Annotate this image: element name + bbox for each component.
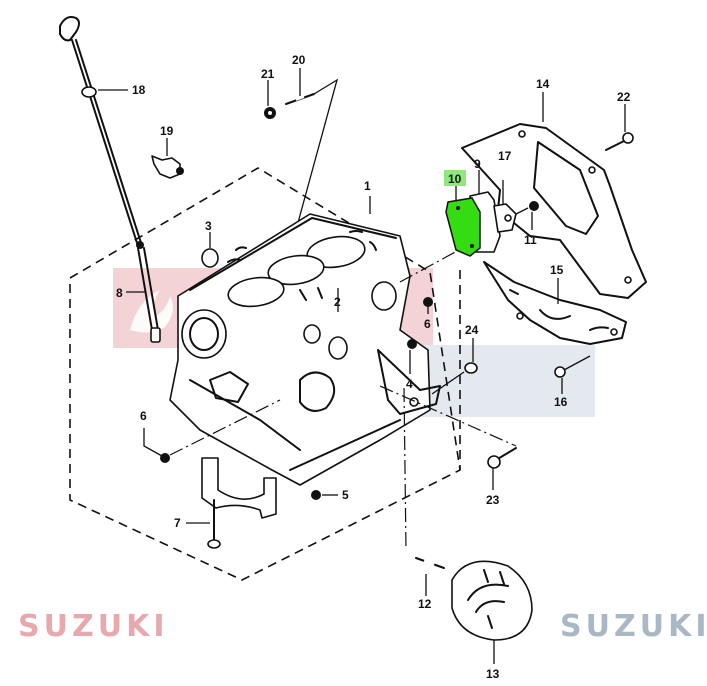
bearing-cap-bolt[interactable] xyxy=(207,499,221,549)
bracket[interactable] xyxy=(493,203,517,233)
guide-line-23 xyxy=(379,385,517,447)
callout-13[interactable]: 13 xyxy=(486,667,500,681)
callout-6-left[interactable]: 6 xyxy=(140,409,147,423)
callout-11[interactable]: 11 xyxy=(524,233,537,247)
cylinder-block[interactable] xyxy=(169,213,441,486)
oil-dipstick[interactable] xyxy=(59,16,143,247)
guide-line-filter xyxy=(403,387,407,551)
bearing-cap[interactable] xyxy=(201,457,277,519)
callout-6-right[interactable]: 6 xyxy=(424,317,431,331)
watermark-text-top: SUZUKI xyxy=(18,609,169,644)
stud-bolt[interactable] xyxy=(285,93,315,105)
gasket-highlighted[interactable] xyxy=(445,197,481,257)
callout-23[interactable]: 23 xyxy=(486,493,500,507)
callout-22[interactable]: 22 xyxy=(617,90,631,104)
leader-6-block xyxy=(169,399,281,456)
callout-8[interactable]: 8 xyxy=(116,286,123,300)
plug-cap[interactable] xyxy=(201,248,219,268)
plug-6-left[interactable] xyxy=(160,453,170,463)
watermark-text-bottom: SUZUKI xyxy=(560,609,707,644)
oil-filter[interactable] xyxy=(451,560,533,641)
oil-pressure-switch[interactable] xyxy=(151,155,184,179)
leader-6-left xyxy=(143,428,163,457)
leader-20-block xyxy=(295,78,339,231)
callout-12[interactable]: 12 xyxy=(418,597,432,611)
dipstick-guide-tube[interactable] xyxy=(136,241,161,343)
plug-6-right[interactable] xyxy=(423,297,433,307)
callout-16[interactable]: 16 xyxy=(554,395,568,409)
callout-14[interactable]: 14 xyxy=(536,77,550,91)
callout-17[interactable]: 17 xyxy=(498,149,512,163)
callout-10-highlight-box xyxy=(444,170,466,186)
union-bolt[interactable] xyxy=(415,557,445,569)
callout-2[interactable]: 2 xyxy=(334,295,341,309)
plug-4[interactable] xyxy=(407,339,417,349)
watermark-texts: SUZUKI SUZUKI xyxy=(18,609,707,644)
callout-1[interactable]: 1 xyxy=(364,179,371,193)
callout-20[interactable]: 20 xyxy=(292,53,306,67)
bolt-11[interactable] xyxy=(515,201,539,215)
callout-10[interactable]: 10 xyxy=(448,172,462,186)
leader-24-block xyxy=(431,371,465,395)
bolt-23[interactable] xyxy=(487,447,517,469)
lower-cover[interactable] xyxy=(483,261,627,345)
callout-5[interactable]: 5 xyxy=(342,488,349,502)
callout-labels: 1 2 3 4 5 6 6 7 8 9 10 11 12 13 14 15 16… xyxy=(116,53,631,681)
bolt-16[interactable] xyxy=(554,355,591,378)
callout-4[interactable]: 4 xyxy=(406,377,413,391)
plug-5[interactable] xyxy=(311,490,321,500)
suzuki-s-logo-icon xyxy=(130,290,173,333)
nut[interactable] xyxy=(264,107,276,119)
callout-7[interactable]: 7 xyxy=(174,516,181,530)
callout-9[interactable]: 9 xyxy=(474,157,481,171)
callout-15[interactable]: 15 xyxy=(550,263,564,277)
callout-21[interactable]: 21 xyxy=(261,67,275,81)
callout-18[interactable]: 18 xyxy=(132,83,146,97)
bolt-22[interactable] xyxy=(605,132,634,151)
callout-24[interactable]: 24 xyxy=(465,323,479,337)
callout-3[interactable]: 3 xyxy=(205,219,212,233)
callout-19[interactable]: 19 xyxy=(160,124,174,138)
dowel-pin[interactable] xyxy=(464,362,478,374)
